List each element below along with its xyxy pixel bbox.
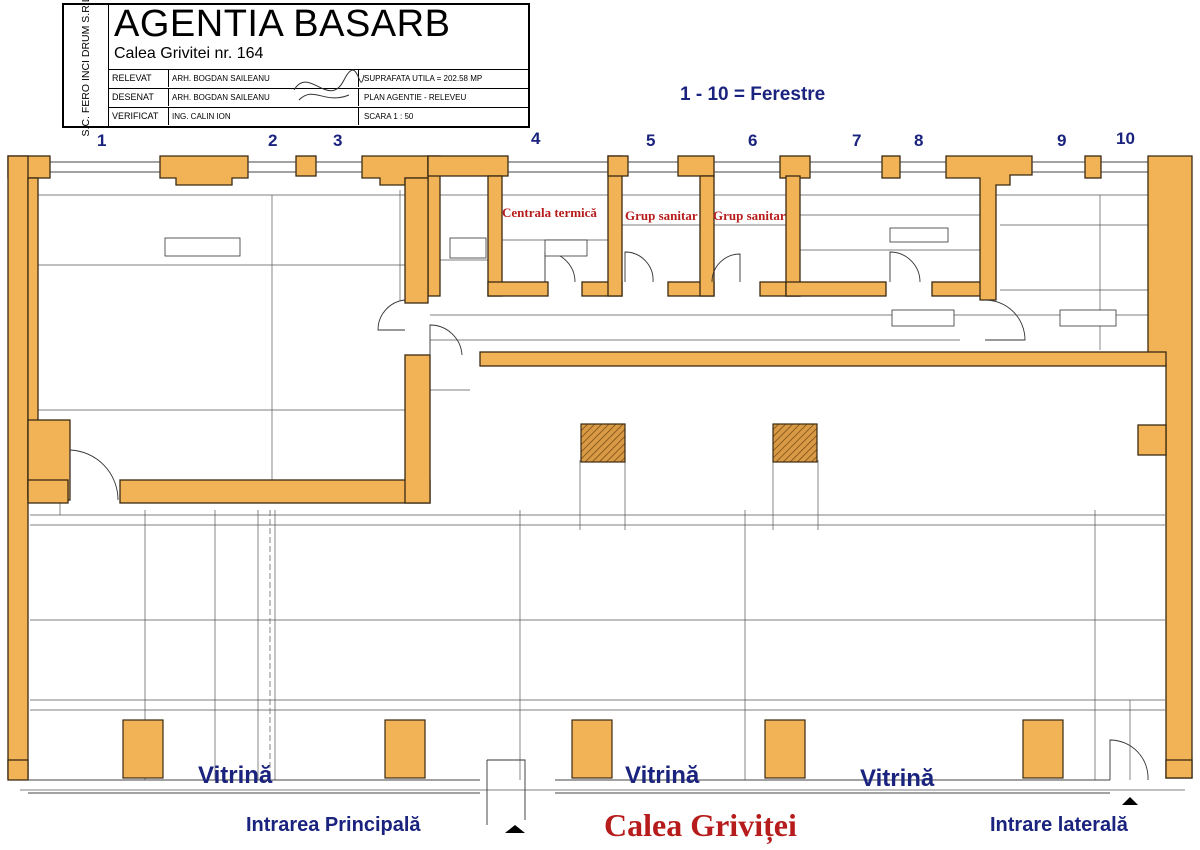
signature-mark — [293, 69, 365, 101]
door-swings — [69, 251, 1149, 825]
dimension-lines — [20, 190, 1185, 791]
entrance-arrows — [505, 797, 1138, 833]
company-cell: S.C. FERO INCI DRUM S.R.L. — [64, 0, 109, 136]
storefront-piers — [122, 719, 1064, 779]
company-name: S.C. FERO INCI DRUM S.R.L. — [80, 0, 92, 137]
project-title: AGENTIA BASARB — [114, 3, 451, 45]
window-number-10: 10 — [1116, 129, 1135, 148]
room-label-wc1: Grup sanitar — [625, 208, 698, 223]
window-number-9: 9 — [1057, 131, 1067, 150]
window-number-3: 3 — [333, 131, 343, 150]
walls — [7, 155, 1193, 781]
shop-window-label-2: Vitrină — [625, 762, 700, 789]
row-info: SCARA 1 : 50 — [364, 112, 414, 121]
room-label-boiler: Centrala termică — [502, 205, 597, 220]
row-info: PLAN AGENTIE - RELEVEU — [364, 93, 467, 102]
row-person: ING. CALIN ION — [172, 112, 231, 121]
project-address: Calea Grivitei nr. 164 — [114, 45, 264, 62]
window-number-5: 5 — [646, 131, 656, 150]
shop-window-label-1: Vitrină — [198, 762, 273, 789]
row-person: ARH. BOGDAN SAILEANU — [172, 74, 270, 83]
shop-window-label-3: Vitrină — [860, 765, 935, 792]
room-tags — [164, 227, 1117, 327]
window-number-1: 1 — [97, 131, 107, 150]
windows — [28, 161, 1148, 794]
room-label-wc2: Grup sanitar — [713, 208, 786, 223]
window-number-8: 8 — [914, 131, 924, 150]
title-block: S.C. FERO INCI DRUM S.R.L. AGENTIA BASAR… — [62, 0, 530, 136]
row-label: RELEVAT — [112, 73, 152, 83]
row-info: SUPRAFATA UTILA = 202.58 MP — [364, 74, 483, 83]
window-number-6: 6 — [748, 131, 758, 150]
window-number-2: 2 — [268, 131, 278, 150]
columns — [580, 423, 818, 463]
street-name: Calea Griviței — [604, 807, 797, 843]
window-number-7: 7 — [852, 131, 862, 150]
side-entrance-label: Intrare laterală — [990, 814, 1128, 836]
row-label: DESENAT — [112, 92, 154, 102]
title-row-desenat: DESENAT ARH. BOGDAN SAILEANU PLAN AGENTI… — [108, 88, 528, 106]
row-label: VERIFICAT — [112, 111, 159, 121]
title-row-verificat: VERIFICAT ING. CALIN ION SCARA 1 : 50 — [108, 107, 528, 125]
window-legend: 1 - 10 = Ferestre — [680, 84, 826, 105]
window-number-4: 4 — [531, 129, 541, 148]
row-person: ARH. BOGDAN SAILEANU — [172, 93, 270, 102]
main-entrance-label: Intrarea Principală — [246, 814, 421, 836]
